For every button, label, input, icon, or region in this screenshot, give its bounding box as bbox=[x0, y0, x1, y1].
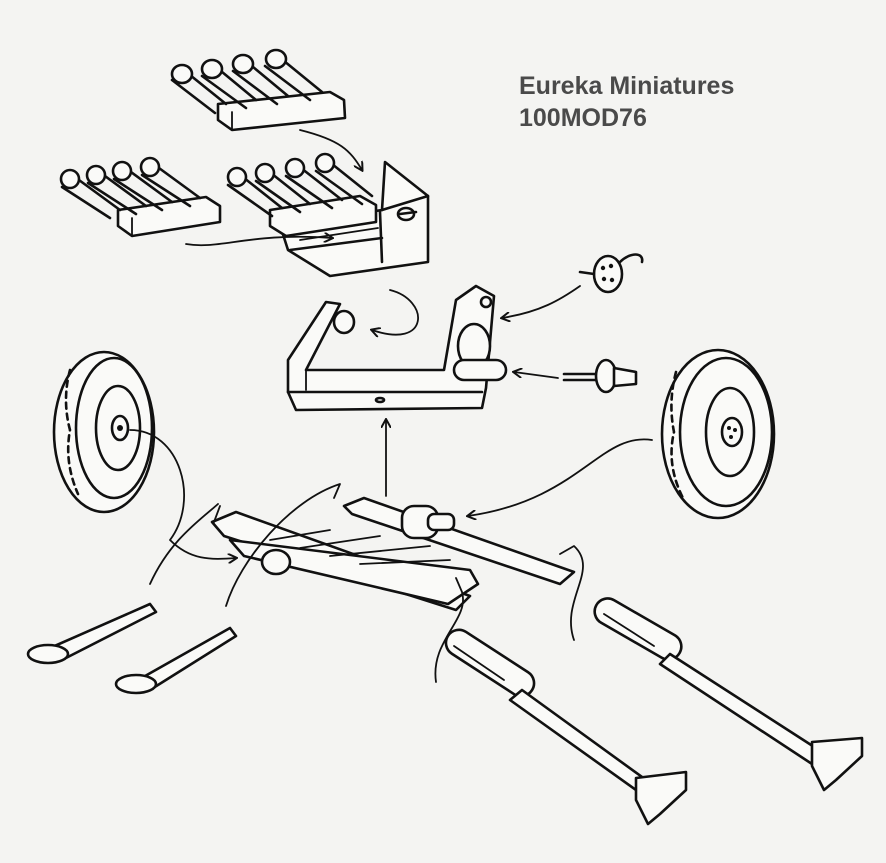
wheel-right bbox=[660, 348, 776, 520]
title-block: Eureka Miniatures 100MOD76 bbox=[519, 70, 734, 134]
sight-part bbox=[578, 253, 644, 294]
rocket-tube-pack-left bbox=[59, 156, 222, 238]
cradle-mount bbox=[286, 284, 508, 412]
product-code: 100MOD76 bbox=[519, 104, 647, 132]
assembly-arrows bbox=[129, 129, 653, 683]
trail-leg-right-front bbox=[444, 628, 688, 826]
rocket-tube-pack-right bbox=[226, 152, 378, 238]
wheel-left bbox=[52, 350, 156, 514]
axle-pin-part bbox=[562, 358, 638, 394]
trail-leg-right-rear bbox=[593, 597, 864, 792]
trail-leg-left-short bbox=[26, 602, 158, 665]
trail-leg-left-short-2 bbox=[114, 626, 238, 695]
manufacturer-name: Eureka Miniatures bbox=[519, 72, 735, 100]
carriage-chassis bbox=[210, 496, 576, 612]
rocket-tube-pack-top bbox=[170, 48, 347, 132]
